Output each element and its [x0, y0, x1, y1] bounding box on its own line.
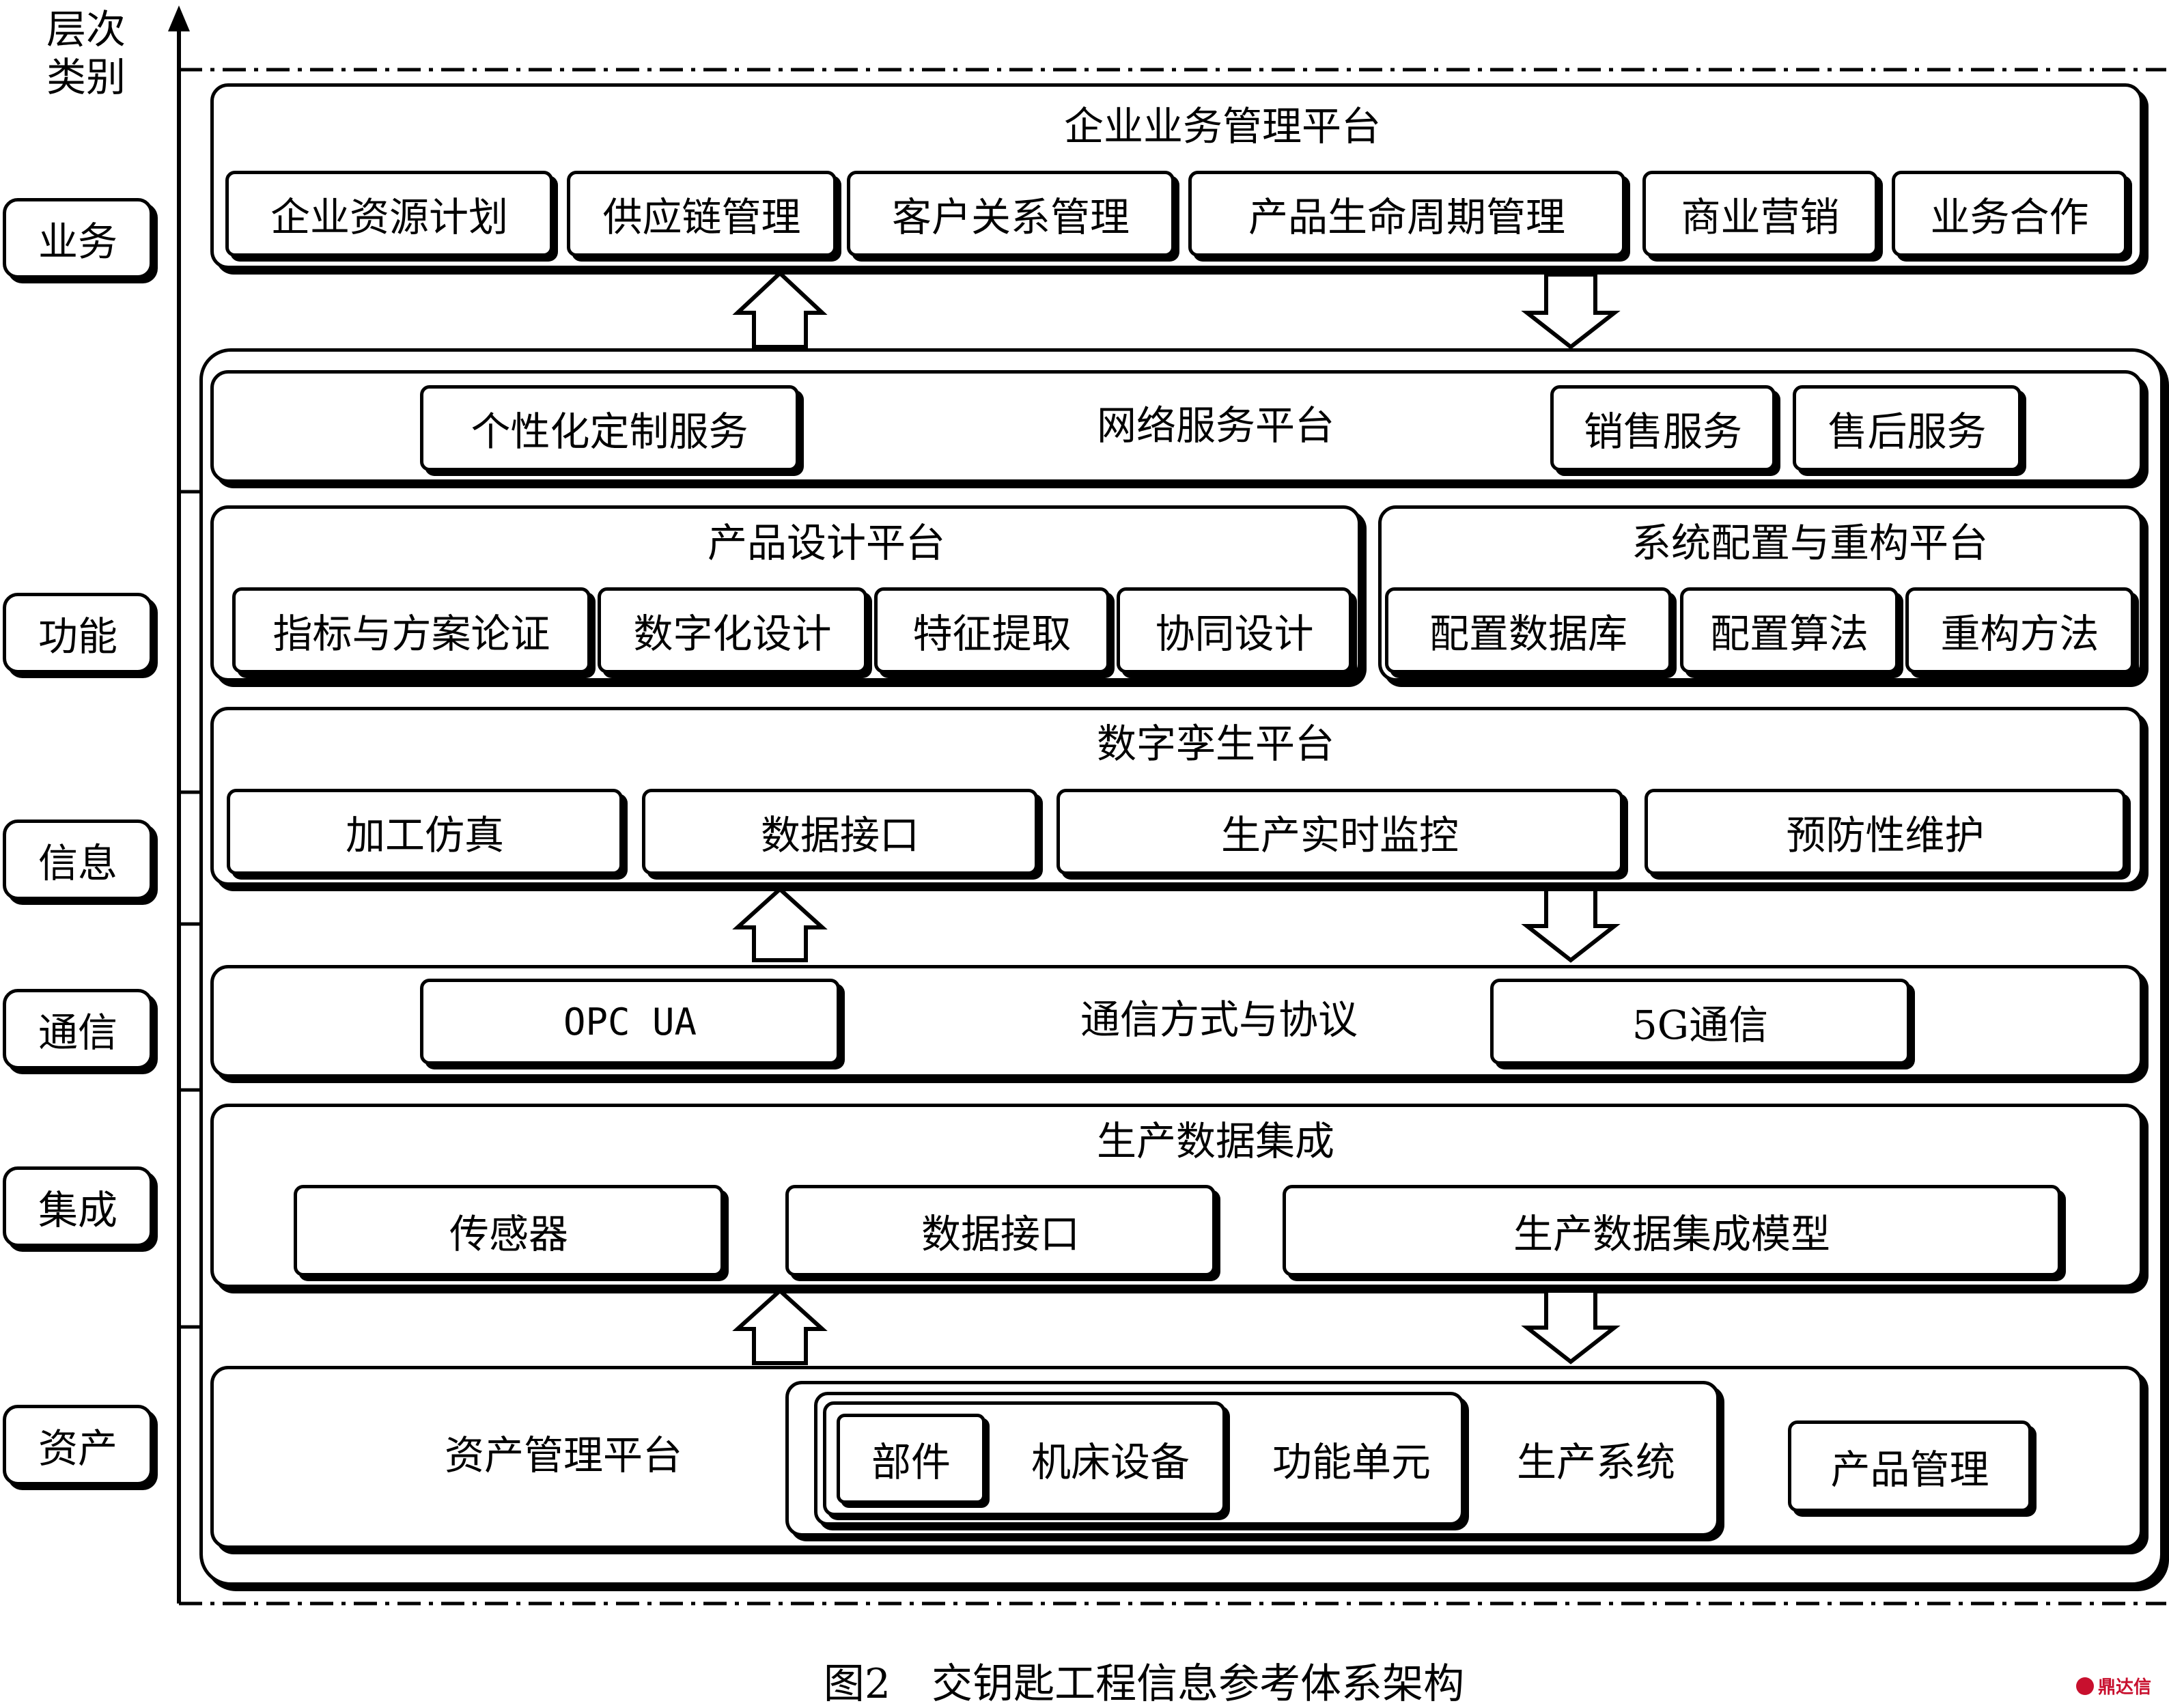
- business-item-plm: 产品生命周期管理: [1188, 171, 1625, 257]
- arrow-down-from-integration: [1521, 1289, 1621, 1364]
- figure-caption: 图2 交钥匙工程信息参考体系架构: [823, 1660, 1465, 1708]
- axis-title: 层次 类别: [46, 5, 126, 101]
- watermark-logo-icon: [2076, 1677, 2094, 1695]
- asset-platform-title: 资产管理平台: [444, 1432, 683, 1479]
- config-item-database: 配置数据库: [1385, 587, 1672, 673]
- arrow-down-from-business: [1521, 272, 1621, 350]
- arrow-up-to-twin: [732, 886, 828, 962]
- twin-item-simulation: 加工仿真: [227, 789, 623, 875]
- asset-machine-tool-label: 机床设备: [1031, 1439, 1190, 1485]
- design-item-collaborative: 协同设计: [1117, 587, 1352, 673]
- layer-label-communication: 通信: [3, 989, 153, 1069]
- business-item-crm: 客户关系管理: [847, 171, 1175, 257]
- business-item-cooperation: 业务合作: [1892, 171, 2127, 257]
- arrow-up-to-integration: [732, 1287, 828, 1365]
- business-item-marketing: 商业营销: [1642, 171, 1878, 257]
- twin-item-monitoring: 生产实时监控: [1056, 789, 1623, 875]
- design-item-argumentation: 指标与方案论证: [232, 587, 591, 673]
- comm-item-5g: 5G通信: [1490, 979, 1910, 1065]
- integration-item-sensor: 传感器: [294, 1185, 724, 1276]
- network-item-aftersales: 售后服务: [1793, 385, 2021, 471]
- business-platform-title: 企业业务管理平台: [1063, 103, 1382, 150]
- design-item-digital: 数字化设计: [598, 587, 867, 673]
- comm-item-opcua: OPC UA: [420, 979, 840, 1065]
- integration-platform-title: 生产数据集成: [1096, 1118, 1335, 1164]
- twin-item-interface: 数据接口: [642, 789, 1038, 875]
- twin-platform-title: 数字孪生平台: [1096, 720, 1335, 767]
- twin-item-maintenance: 预防性维护: [1645, 789, 2126, 875]
- integration-item-model: 生产数据集成模型: [1283, 1185, 2061, 1276]
- asset-component: 部件: [837, 1414, 985, 1504]
- layer-label-integration: 集成: [3, 1166, 153, 1247]
- layer-label-asset: 资产: [3, 1405, 153, 1485]
- layer-label-information: 信息: [3, 820, 153, 900]
- asset-production-system-label: 生产系统: [1516, 1439, 1675, 1485]
- network-item-sales: 销售服务: [1550, 385, 1776, 471]
- layer-label-function: 功能: [3, 593, 153, 673]
- watermark: 鼎达信: [2076, 1673, 2151, 1698]
- asset-product-management: 产品管理: [1788, 1420, 2032, 1512]
- arrow-up-to-business: [732, 270, 828, 349]
- business-item-erp: 企业资源计划: [225, 171, 553, 257]
- layer-label-business: 业务: [3, 198, 153, 279]
- asset-functional-unit-label: 功能单元: [1272, 1439, 1431, 1485]
- integration-item-interface: 数据接口: [785, 1185, 1216, 1276]
- network-platform-title: 网络服务平台: [1096, 402, 1335, 449]
- design-platform-title: 产品设计平台: [707, 520, 946, 566]
- config-item-reconfiguration: 重构方法: [1905, 587, 2134, 673]
- arrow-down-from-twin: [1521, 887, 1621, 963]
- config-item-algorithm: 配置算法: [1680, 587, 1899, 673]
- network-item-customization: 个性化定制服务: [420, 385, 799, 471]
- config-platform-title: 系统配置与重构平台: [1631, 520, 1989, 566]
- comm-platform-title: 通信方式与协议: [1080, 996, 1358, 1043]
- business-item-scm: 供应链管理: [567, 171, 837, 257]
- axis-title-line-1: 层次: [46, 6, 126, 53]
- design-item-feature: 特征提取: [874, 587, 1110, 673]
- watermark-text: 鼎达信: [2098, 1677, 2152, 1698]
- axis-title-line-2: 类别: [46, 54, 126, 100]
